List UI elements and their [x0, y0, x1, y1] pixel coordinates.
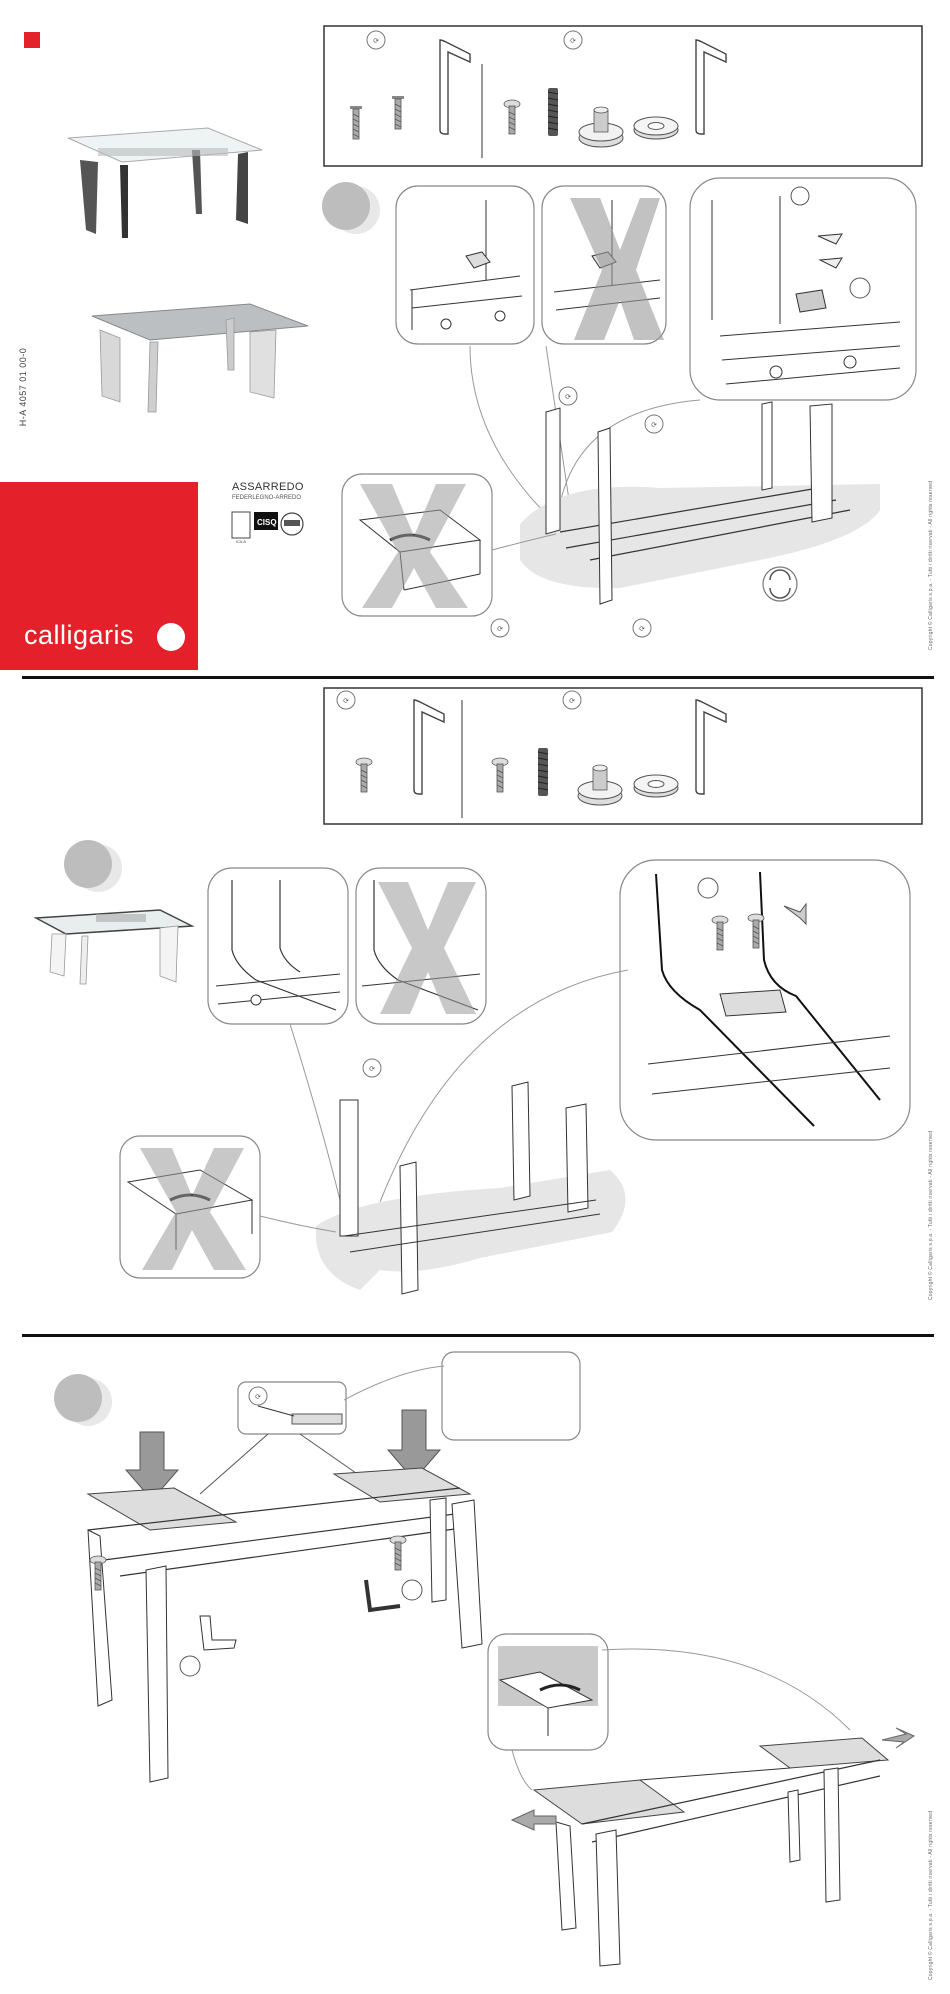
frame-assembly-2	[316, 1058, 626, 1295]
detail-bubble-5-wrong	[355, 867, 487, 1025]
copyright-1: Copyright © Calligaris s.p.a. - Tutti i …	[928, 480, 934, 650]
product-photo-glass-table-2	[33, 909, 195, 985]
parts-box-1	[323, 25, 923, 167]
detail-bubble-4	[207, 867, 349, 1025]
extended-table	[510, 1727, 916, 1967]
cert-logos: ICILA CISQ	[231, 511, 304, 544]
detail-bubble-1	[395, 185, 535, 345]
detail-bubble-2-wrong	[541, 185, 667, 345]
tool-callout-box	[237, 1381, 347, 1435]
detail-bubble-6	[619, 859, 911, 1141]
frame-assembly-1	[490, 386, 880, 638]
svg-text:ICILA: ICILA	[236, 539, 246, 544]
product-photo-metal-table	[91, 303, 309, 413]
parts-box-2	[323, 687, 923, 825]
detail-bubble-7	[487, 1633, 609, 1751]
step-2-number	[64, 840, 122, 892]
brand-name: calligaris	[24, 620, 135, 650]
step-3-number	[54, 1374, 112, 1426]
svg-text:CISQ: CISQ	[257, 518, 277, 527]
product-photo-glass-table	[67, 127, 263, 238]
product-code: H-A 4057 01 00-0	[18, 347, 28, 427]
table-top-assembly	[86, 1409, 483, 1783]
brand-logo-icon	[157, 623, 185, 651]
rotate-icon	[762, 566, 798, 602]
copyright-2: Copyright © Calligaris s.p.a. - Tutti i …	[928, 1130, 934, 1300]
detail-bubble-3	[689, 177, 917, 401]
note-callout-box	[441, 1351, 581, 1441]
assarredo-title: ASSARREDO	[232, 481, 304, 493]
assarredo-subtitle: FEDERLEGNO-ARREDO	[232, 495, 302, 501]
red-marker-square	[24, 32, 40, 48]
detail-wrong-clip-1	[341, 473, 493, 617]
detail-wrong-clip-2	[119, 1135, 261, 1279]
step-1-number	[322, 182, 380, 234]
copyright-3: Copyright © Calligaris s.p.a. - Tutti i …	[928, 1810, 934, 1980]
